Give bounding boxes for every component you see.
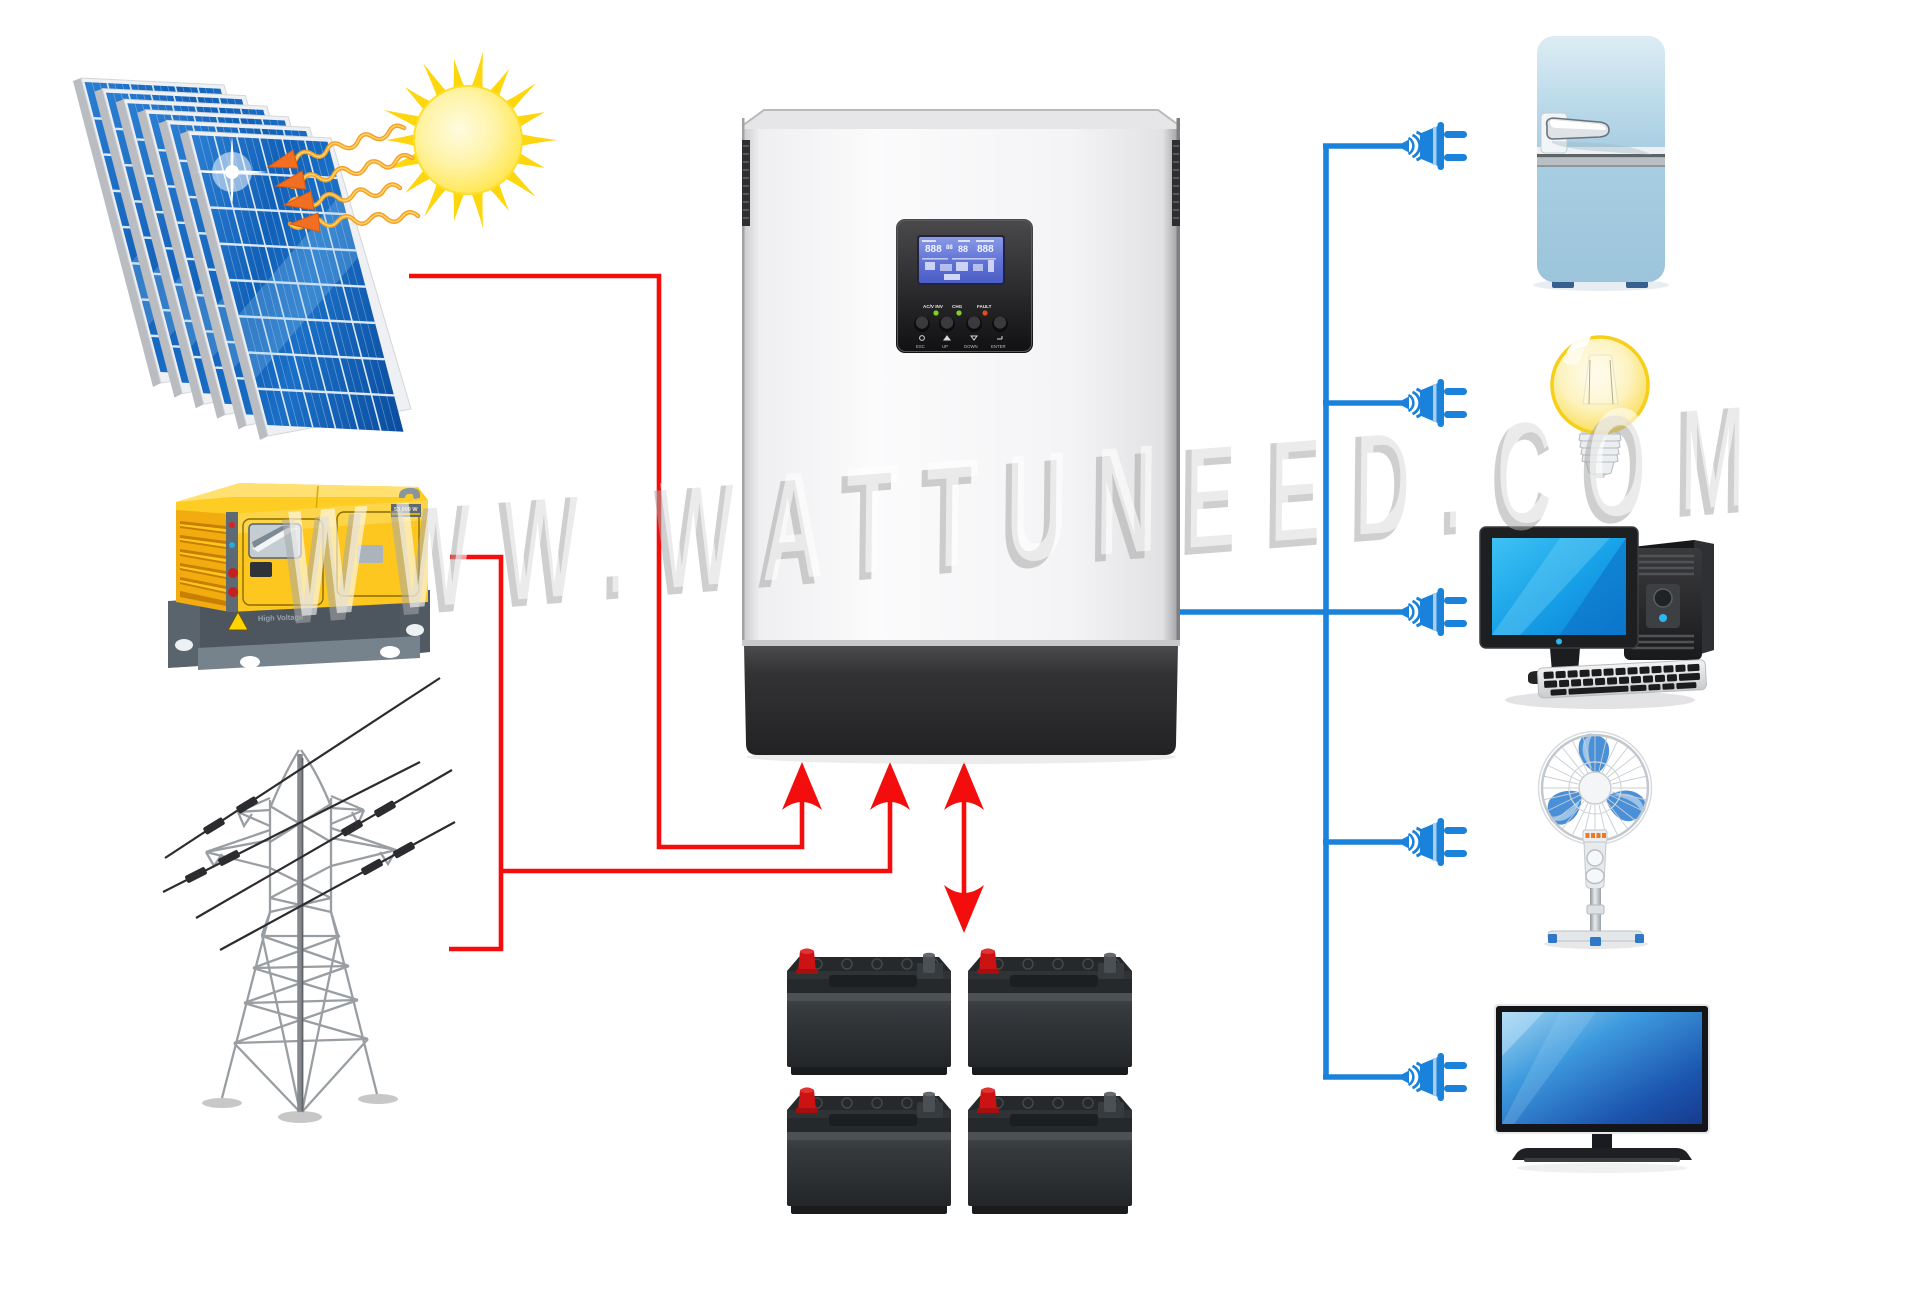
svg-text:High Voltage: High Voltage	[258, 612, 304, 623]
svg-text:AC/V INV: AC/V INV	[923, 304, 944, 309]
svg-text:UP: UP	[942, 344, 948, 349]
svg-text:888: 888	[977, 244, 994, 255]
svg-text:53 000 W: 53 000 W	[394, 507, 418, 513]
svg-text:FAULT: FAULT	[977, 304, 992, 309]
svg-text:ESC: ESC	[916, 344, 925, 349]
svg-text:ENTER: ENTER	[991, 344, 1006, 349]
svg-text:DOWN: DOWN	[964, 344, 978, 349]
svg-text:888: 888	[925, 244, 942, 255]
svg-text:88: 88	[958, 244, 968, 254]
svg-text:88: 88	[946, 245, 953, 251]
svg-text:CHG: CHG	[952, 304, 963, 309]
